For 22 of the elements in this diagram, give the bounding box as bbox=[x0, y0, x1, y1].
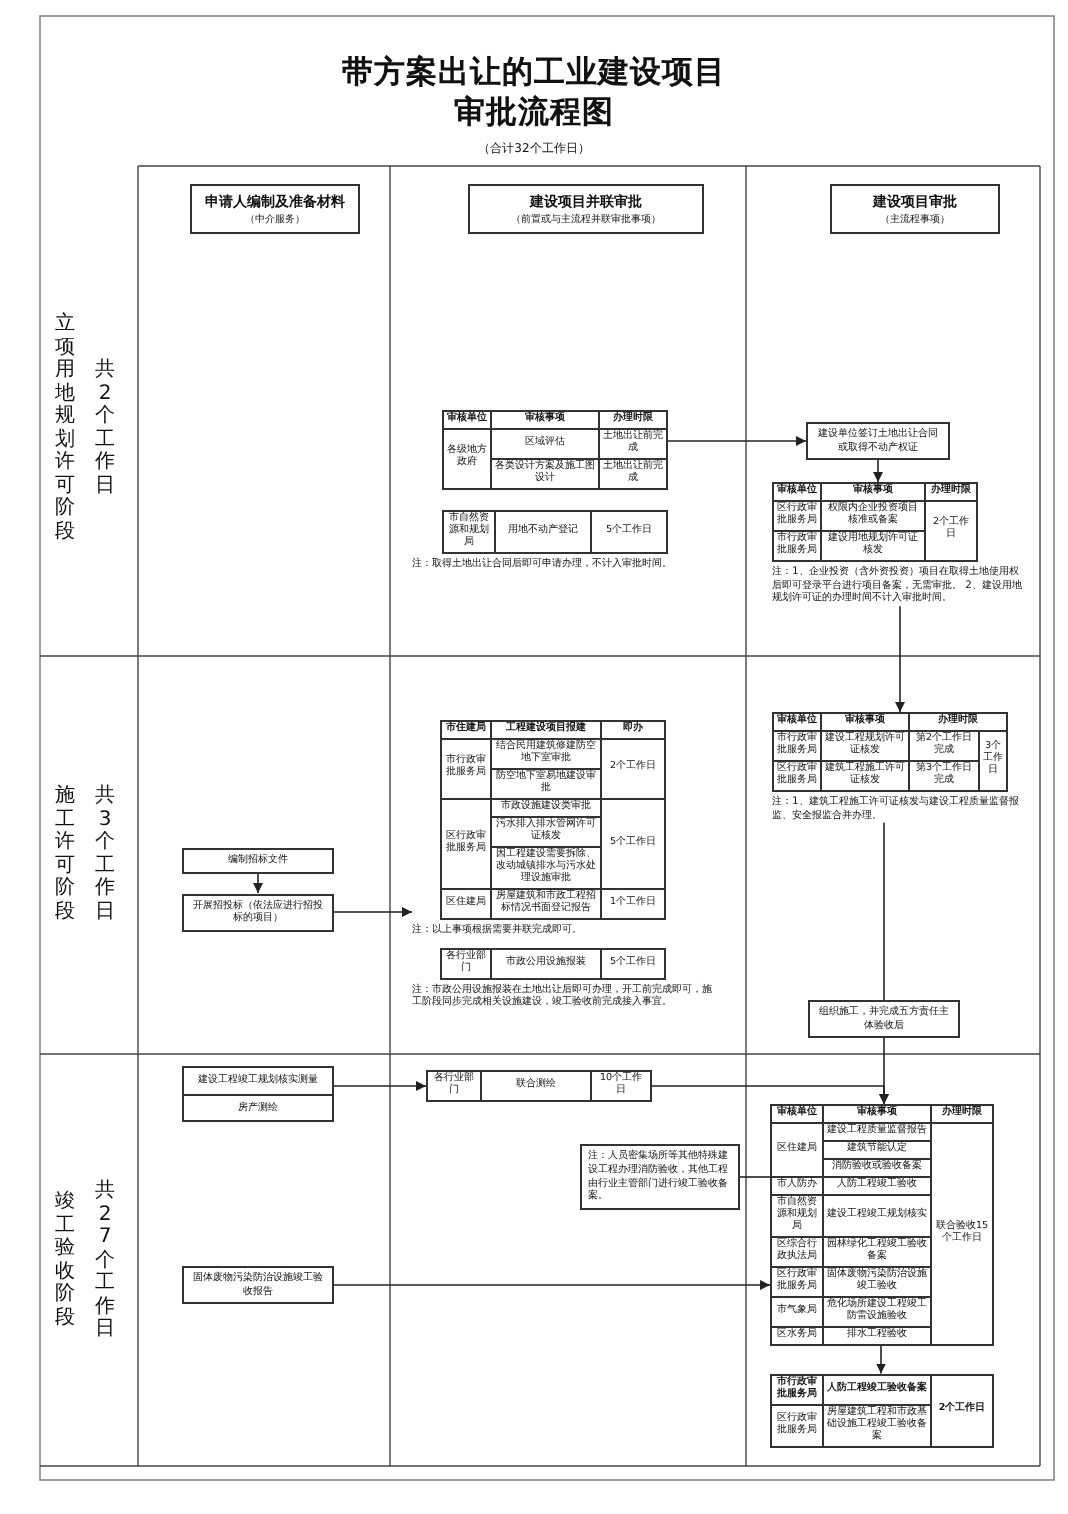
process-box bbox=[182, 1066, 334, 1122]
column-header bbox=[468, 184, 704, 234]
arrow bbox=[873, 459, 883, 483]
arrow bbox=[333, 907, 413, 917]
phase-duration: 共3个工作日 bbox=[94, 785, 116, 923]
connector-line bbox=[739, 1176, 771, 1178]
arrow bbox=[333, 1080, 427, 1091]
arrow bbox=[879, 1037, 889, 1105]
phase-duration: 共27个工作日 bbox=[94, 1179, 116, 1341]
arrow bbox=[895, 605, 905, 713]
phase-label: 施工许可阶段 bbox=[54, 785, 76, 923]
column-header bbox=[190, 184, 360, 234]
column-header bbox=[830, 184, 1000, 234]
arrow bbox=[876, 1344, 886, 1375]
phase-duration: 共2个工作日 bbox=[94, 359, 116, 497]
title: 带方案出让的工业建设项目审批流程图 bbox=[340, 52, 728, 133]
phase-label: 立项用地规划许可阶段 bbox=[54, 313, 76, 543]
phase-label: 竣工验收阶段 bbox=[54, 1191, 76, 1329]
arrow bbox=[253, 872, 263, 894]
arrow bbox=[333, 1280, 771, 1290]
arrow bbox=[665, 436, 807, 446]
connector-line bbox=[883, 822, 885, 1001]
